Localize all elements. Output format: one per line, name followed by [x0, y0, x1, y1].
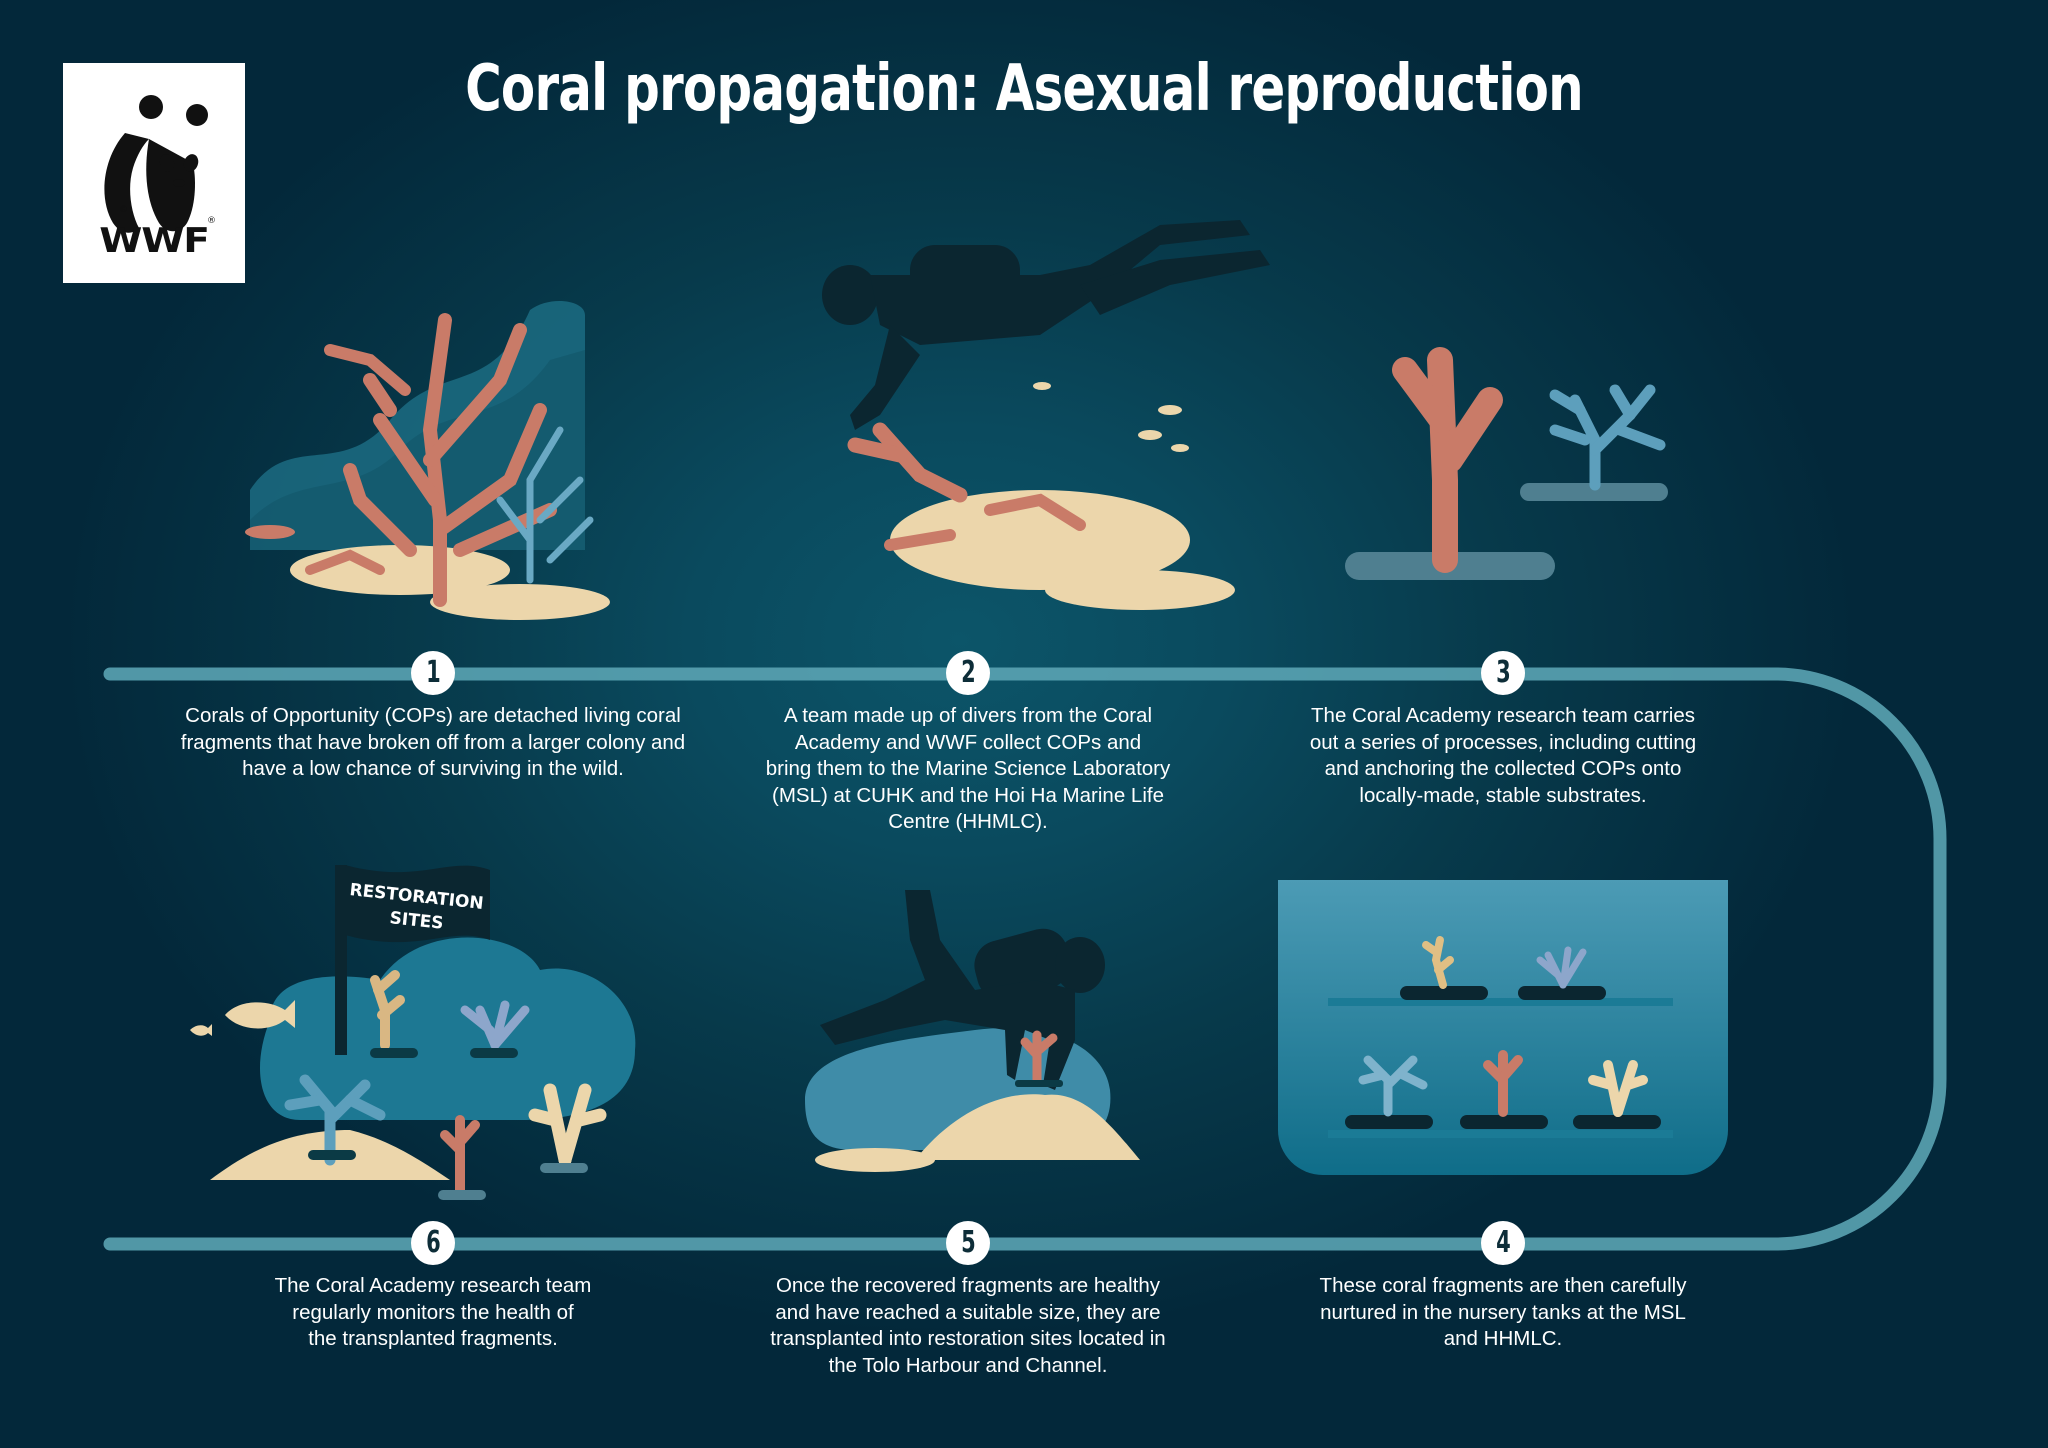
nursery-tank-icon: [1278, 880, 1728, 1175]
step-1-number: 1: [425, 655, 441, 690]
panda-logo-icon: © ®: [104, 95, 216, 233]
restoration-flag: [345, 865, 490, 943]
step-6-badge: 6: [411, 1221, 455, 1265]
coral-on-substrate-icon: [1345, 347, 1668, 580]
step-6-description: The Coral Academy research team regularl…: [274, 1274, 592, 1350]
wwf-wordmark: WWF: [99, 221, 210, 261]
step-4-description: These coral fragments are then carefully…: [1319, 1274, 1687, 1350]
step-2-badge: 2: [946, 651, 990, 695]
svg-text:®: ®: [207, 216, 216, 226]
step-5-description: Once the recovered fragments are healthy…: [770, 1274, 1166, 1377]
page-title: Coral propagation: Asexual reproduction: [465, 52, 1584, 126]
svg-text:©: ©: [119, 205, 128, 215]
step-3-number: 3: [1495, 655, 1511, 690]
step-4-badge: 4: [1481, 1221, 1525, 1265]
step-5-badge: 5: [946, 1221, 990, 1265]
diver-transplanting-coral-icon: [805, 890, 1140, 1172]
step-3-description: The Coral Academy research team carries …: [1309, 704, 1697, 807]
step-1-description: Corals of Opportunity (COPs) are detache…: [180, 704, 686, 780]
wwf-logo: © ® WWF: [63, 63, 245, 283]
step-6-number: 6: [425, 1225, 441, 1260]
step-2-description: A team made up of divers from the Coral …: [765, 704, 1171, 833]
restoration-site-icon: RESTORATION SITES: [190, 865, 636, 1200]
broken-coral-colony-icon: [245, 300, 610, 620]
step-1-badge: 1: [411, 651, 455, 695]
step-3-badge: 3: [1481, 651, 1525, 695]
diver-collecting-coral-icon: [822, 220, 1270, 610]
step-5-number: 5: [960, 1225, 976, 1260]
step-4-number: 4: [1495, 1225, 1511, 1260]
step-2-number: 2: [960, 655, 976, 690]
